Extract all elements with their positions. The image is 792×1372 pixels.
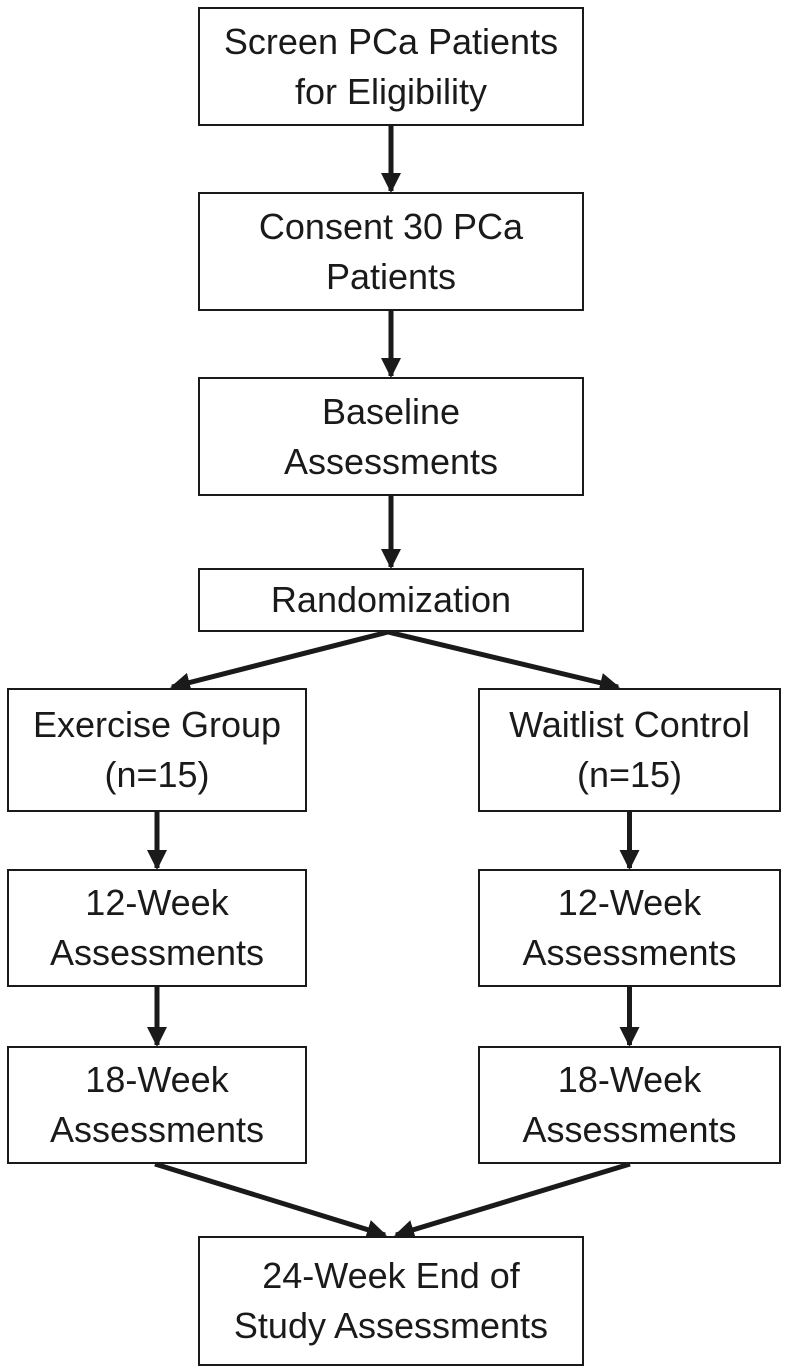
waitlist-18-week-line-1: 18-Week	[557, 1059, 702, 1100]
consent-line-2: Patients	[325, 255, 457, 297]
consent-box: Consent 30 PCa Patients	[198, 192, 584, 311]
baseline-line-2: Assessments	[283, 440, 499, 482]
exercise-group-box: Exercise Group (n=15)	[7, 688, 307, 812]
waitlist-control-line-2: (n=15)	[576, 754, 683, 795]
waitlist-control-box: Waitlist Control (n=15)	[478, 688, 781, 812]
screen-eligibility-box: Screen PCa Patients for Eligibility	[198, 7, 584, 126]
screen-eligibility-line-2: for Eligibility	[294, 70, 488, 112]
randomization-box: Randomization	[198, 568, 584, 632]
exercise-group-line-1: Exercise Group	[32, 704, 282, 745]
consent-line-1: Consent 30 PCa	[258, 205, 524, 247]
end-of-study-line-1: 24-Week End of	[262, 1255, 520, 1296]
exercise-12-week-box: 12-Week Assessments	[7, 869, 307, 987]
exercise-18-week-line-2: Assessments	[49, 1109, 265, 1150]
arrow-random-to-waitlist	[387, 629, 620, 693]
waitlist-12-week-box: 12-Week Assessments	[478, 869, 781, 987]
arrow-wl18-to-end	[394, 1161, 631, 1240]
waitlist-18-week-box: 18-Week Assessments	[478, 1046, 781, 1164]
exercise-12-week-line-1: 12-Week	[85, 882, 229, 923]
exercise-18-week-box: 18-Week Assessments	[7, 1046, 307, 1164]
end-of-study-box: 24-Week End of Study Assessments	[198, 1236, 584, 1366]
baseline-line-1: Baseline	[321, 390, 461, 432]
exercise-group-line-2: (n=15)	[104, 754, 210, 795]
end-of-study-line-2: Study Assessments	[233, 1305, 549, 1346]
waitlist-12-week-line-1: 12-Week	[557, 882, 702, 923]
arrow-ex18-to-end	[154, 1161, 387, 1240]
waitlist-12-week-line-2: Assessments	[522, 932, 737, 973]
exercise-18-week-line-1: 18-Week	[85, 1059, 229, 1100]
baseline-assessments-box: Baseline Assessments	[198, 377, 584, 496]
screen-eligibility-line-1: Screen PCa Patients	[223, 20, 559, 62]
waitlist-18-week-line-2: Assessments	[522, 1109, 737, 1150]
exercise-12-week-line-2: Assessments	[49, 932, 265, 973]
arrow-random-to-exercise	[170, 629, 389, 693]
waitlist-control-line-1: Waitlist Control	[509, 704, 750, 745]
randomization-label: Randomization	[270, 579, 512, 620]
